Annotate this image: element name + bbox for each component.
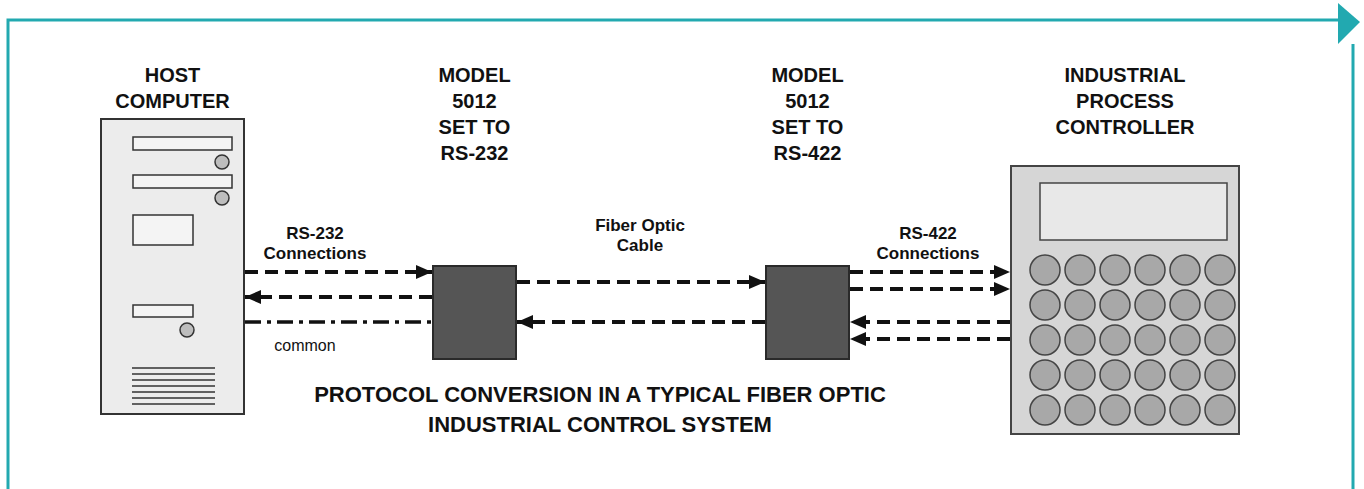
converter-box: MODEL 5012 SET TO RS-422 [765,265,850,360]
frame-line [8,20,1338,489]
keypad-button [1135,255,1165,285]
node-heading-box: HOST COMPUTER [103,62,243,114]
node-heading: HOST COMPUTER [103,62,243,114]
signal-arrow [850,337,1010,341]
keypad-button [1065,360,1095,390]
drive-bay [133,137,232,150]
keypad-button [1065,290,1095,320]
keypad-button [1205,325,1235,355]
node-heading: MODEL 5012 SET TO RS-422 [764,62,852,166]
keypad-button [1030,255,1060,285]
connector-group [245,272,1010,339]
keypad-button [1135,360,1165,390]
connection-label: RS-232 Connections [255,224,375,264]
frame-line [1352,44,1355,489]
drive-bay [133,175,232,188]
keypad-button [1065,395,1095,425]
drive-button [180,323,194,337]
keypad-button [1205,395,1235,425]
keypad-button [1170,290,1200,320]
keypad-button [1100,360,1130,390]
connection-label: Fiber Optic Cable [585,216,695,256]
converter-box-drawing [432,265,517,360]
signal-arrow [517,320,765,324]
keypad-button [1170,360,1200,390]
vent-line [132,391,215,393]
connection-label: RS-422 Connections [868,224,988,264]
drive-bay [133,215,193,245]
host-computer: HOST COMPUTER [100,118,245,415]
keypad-button [1065,325,1095,355]
converter-box: MODEL 5012 SET TO RS-232 [432,265,517,360]
keypad-button [1030,325,1060,355]
edge-label-box: common [255,336,355,355]
vent-line [132,373,215,375]
keypad-button [1205,255,1235,285]
vent-line [132,403,215,405]
edge-label-box: Fiber Optic Cable [585,216,695,256]
keypad-button [1170,255,1200,285]
converter-body [766,266,849,359]
keypad-button [1030,360,1060,390]
keypad-button [1205,290,1235,320]
keypad-button [1135,395,1165,425]
edge-label-box: RS-232 Connections [255,224,375,264]
node-heading-box: MODEL 5012 SET TO RS-232 [431,62,519,166]
edge-label-box: RS-422 Connections [868,224,988,264]
signal-arrow [850,287,1010,291]
vent-line [132,379,215,381]
keypad-button [1205,360,1235,390]
converter-box-drawing [765,265,850,360]
controller-case [1011,166,1239,434]
keypad-button [1100,325,1130,355]
signal-arrow [245,270,432,274]
drive-button [215,155,229,169]
process-controller: INDUSTRIAL PROCESS CONTROLLER [1010,165,1240,435]
signal-arrow [245,295,432,299]
diagram-caption: PROTOCOL CONVERSION IN A TYPICAL FIBER O… [300,380,900,440]
vent-line [132,385,215,387]
keypad-button [1030,290,1060,320]
keypad-button [1065,255,1095,285]
node-heading: INDUSTRIAL PROCESS CONTROLLER [1040,62,1210,140]
drive-bay [133,305,193,317]
keypad-button [1100,395,1130,425]
node-heading-box: MODEL 5012 SET TO RS-422 [764,62,852,166]
keypad-button [1100,290,1130,320]
vent-line [132,397,215,399]
drive-button [215,191,229,205]
tower-case [101,119,244,414]
signal-arrow [850,320,1010,324]
signal-arrow [850,270,1010,274]
controller-screen [1040,183,1227,240]
keypad-button [1170,395,1200,425]
frame-corner-arrow [1338,3,1360,44]
caption-box: PROTOCOL CONVERSION IN A TYPICAL FIBER O… [300,380,900,440]
process-controller-drawing [1010,165,1240,435]
vent-line [132,367,215,369]
node-heading-box: INDUSTRIAL PROCESS CONTROLLER [1040,62,1210,140]
converter-body [433,266,516,359]
node-heading: MODEL 5012 SET TO RS-232 [431,62,519,166]
signal-arrow [517,280,765,284]
keypad-button [1170,325,1200,355]
keypad-button [1135,325,1165,355]
keypad-button [1135,290,1165,320]
connection-label: common [272,336,337,355]
common-line [245,320,432,324]
keypad-button [1030,395,1060,425]
host-computer-drawing [100,118,245,415]
keypad-button [1100,255,1130,285]
